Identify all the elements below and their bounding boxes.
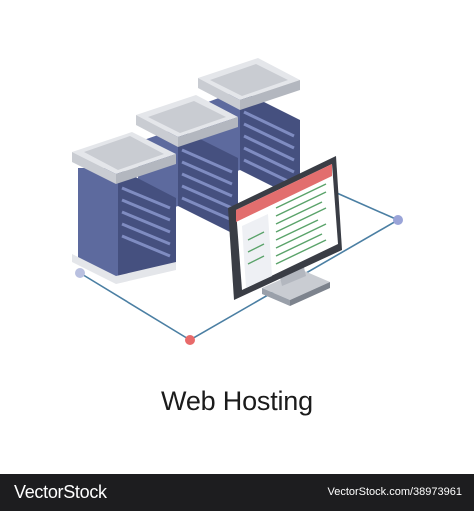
network-node-icon (393, 215, 403, 225)
web-hosting-illustration (72, 58, 403, 345)
footer-image-id: VectorStock.com/38973961 (327, 486, 462, 498)
illustration-caption: Web Hosting (161, 386, 313, 416)
server-rack-icon (72, 132, 176, 284)
footer-brand[interactable]: VectorStock (14, 482, 107, 502)
footer-bar: VectorStock VectorStock.com/38973961 (0, 474, 474, 511)
screen-text-lines (247, 183, 327, 265)
network-node-icon (75, 268, 85, 278)
monitor-icon (228, 156, 342, 306)
server-slots (121, 110, 295, 258)
network-node-icon (185, 335, 195, 345)
